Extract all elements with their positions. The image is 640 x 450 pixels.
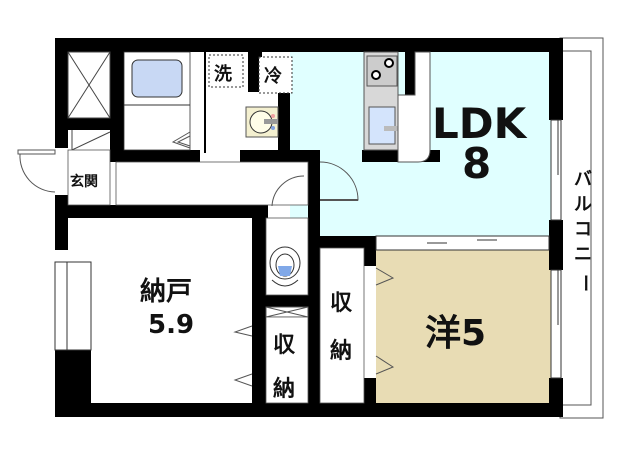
balcony-char-2: ル: [574, 194, 592, 215]
shoe-closet-door: [71, 130, 111, 151]
storeroom-label: 納戸: [140, 276, 192, 307]
ldk-label: LDK: [432, 99, 528, 148]
storage-1-line1: 収: [273, 333, 296, 358]
washer-space: [208, 54, 244, 88]
toilet-door: [271, 175, 305, 207]
ldk-door: [319, 161, 359, 201]
sliding-partition: [375, 235, 550, 251]
storage-1-line2: 納: [273, 376, 295, 402]
storage-2-line1: 収: [330, 291, 353, 316]
balcony-char-1: バ: [574, 169, 592, 190]
toilet: [265, 217, 309, 296]
fridge-label: 冷: [264, 65, 282, 87]
western-room-label: 洋5: [425, 313, 486, 354]
ldk-floor-lower: [320, 150, 380, 245]
western-room-floor: [376, 250, 552, 403]
shoe-closet: [67, 51, 111, 119]
fridge-space: [258, 56, 293, 94]
storage-2: [319, 247, 365, 404]
ldk-size: 8: [462, 139, 491, 188]
storeroom-floor: [91, 218, 252, 403]
kitchen-counter: [363, 51, 431, 163]
balcony-char-5: ー: [574, 274, 595, 292]
vent-marks: [165, 157, 198, 214]
storeroom-window: [54, 261, 92, 351]
balcony-char-3: コ: [574, 219, 592, 240]
hallway: [115, 161, 309, 206]
balcony-windows: [550, 119, 562, 379]
storage-1: [265, 316, 309, 404]
toilet-cabinet: [265, 306, 309, 318]
entrance-floor: [67, 149, 111, 206]
balcony: [559, 37, 604, 419]
washer-label: 洗: [214, 63, 232, 85]
wash-basin: [245, 106, 279, 138]
entrance-label: 玄関: [70, 173, 98, 190]
bathroom: [123, 51, 191, 151]
storeroom-size: 5.9: [148, 310, 194, 340]
balcony-char-4: ニ: [574, 244, 592, 265]
entrance-door: [17, 149, 56, 193]
storage-2-line2: 納: [330, 338, 352, 364]
